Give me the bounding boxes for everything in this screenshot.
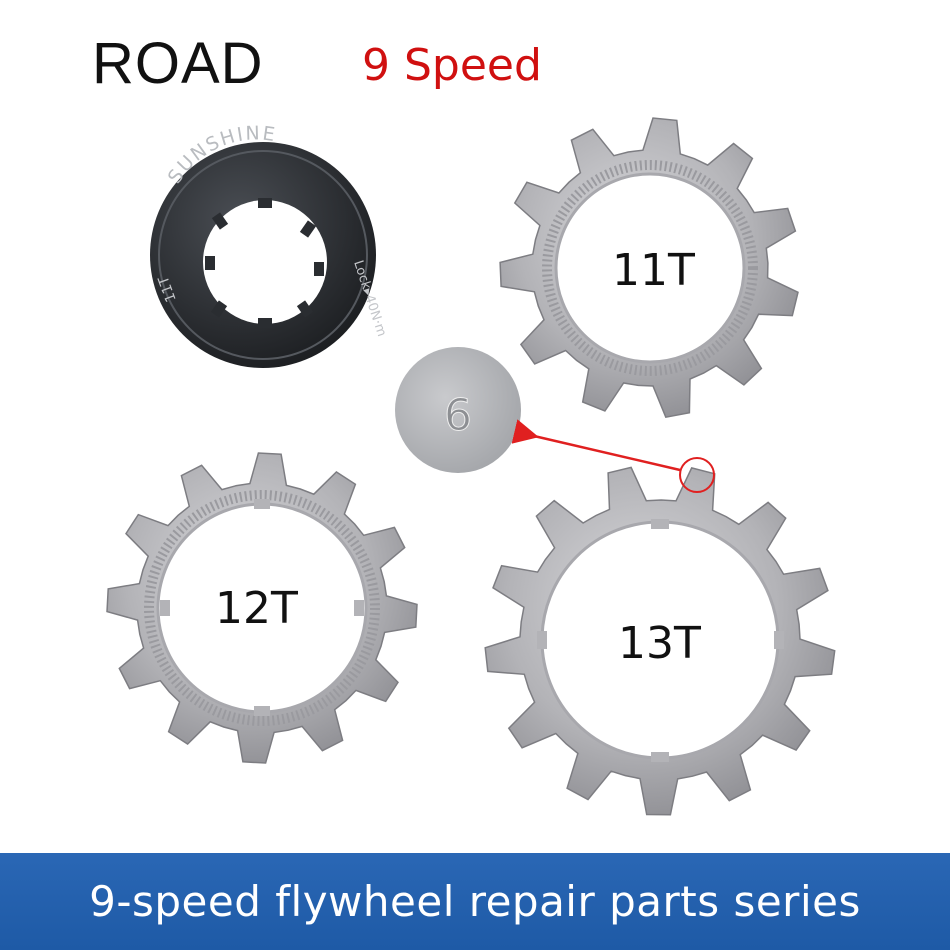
cog-13t-label: 13T — [618, 618, 701, 669]
banner-text: 9-speed flywheel repair parts series — [89, 877, 861, 926]
lockring-hole — [203, 200, 327, 324]
marker-circle — [679, 457, 715, 493]
cog-11t — [499, 117, 799, 419]
cog-11t-serration — [542, 160, 758, 376]
detail-zoom: 9 — [395, 347, 521, 473]
detail-disc — [395, 347, 521, 473]
cog-11t-label: 11T — [612, 245, 695, 296]
detail-stamp: 9 — [444, 387, 472, 438]
cog-11t-hole — [554, 172, 746, 364]
cog-12t-splines — [160, 499, 364, 716]
pointer-arrow — [511, 419, 681, 472]
banner: 9-speed flywheel repair parts series — [0, 853, 950, 950]
cog-12t — [106, 452, 418, 764]
cog-12t-serration — [144, 490, 380, 726]
lockring-splines — [205, 198, 324, 328]
title-road: ROAD — [92, 31, 264, 96]
cog-13t-splines — [537, 519, 784, 762]
cog-12t-label: 12T — [215, 583, 298, 634]
lockring-rim — [158, 150, 368, 360]
title-speed: 9 Speed — [362, 40, 542, 91]
product-scene: SUNSHINE Lock▸40N·m 11T — [106, 117, 836, 816]
cog-13t — [484, 457, 836, 816]
lockring: SUNSHINE Lock▸40N·m 11T — [150, 122, 389, 368]
